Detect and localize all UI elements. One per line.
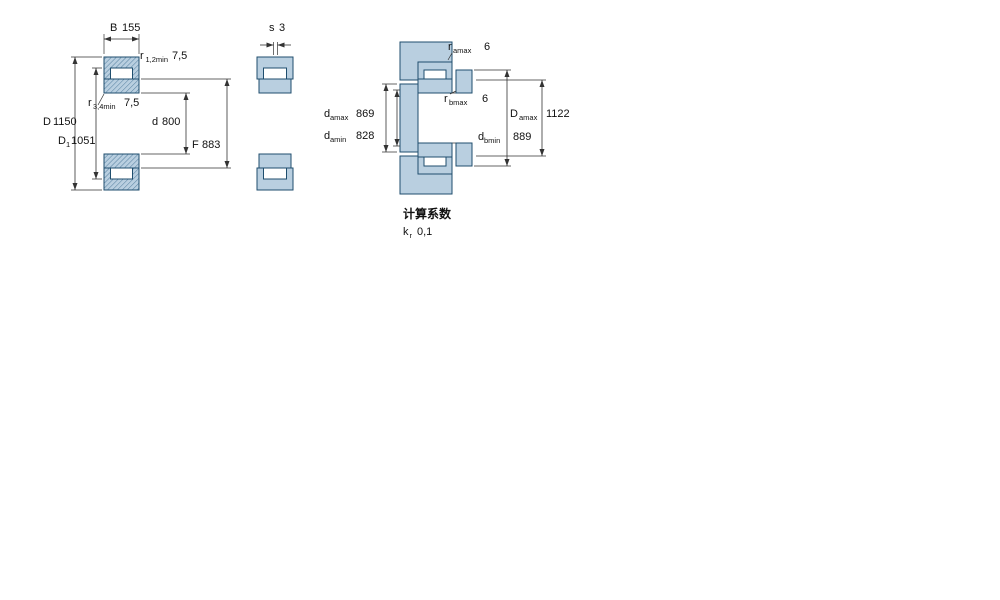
roller-top [110,67,133,80]
dim-label-D-value: 1150 [53,116,77,128]
dim-label-D1-symbol: D [58,135,66,147]
outer-ring-bottom [103,167,140,191]
dim-ext-damax [382,83,397,153]
dim-label-d-symbol: d [152,116,158,128]
dim-label-r12-value: 7,5 [172,50,187,62]
inner-ring-profile-top [258,78,292,94]
dim-label-rbmax-subscript: bmax [449,98,468,107]
dim-label-dbmin-subscript: bmin [484,136,500,145]
dim-label-ramax-symbol: r [448,41,452,53]
roller-bottom [110,167,133,180]
dim-leader-ramax [447,52,453,61]
dim-label-damin-symbol: d [324,130,330,142]
dim-label-r34-symbol: r [88,97,92,109]
dim-label-Damax-symbol: D [510,108,518,120]
outer-ring-profile-bottom [256,167,294,191]
dim-label-dbmin-value: 889 [513,131,531,143]
dim-label-d-value: 800 [162,116,180,128]
factor-kr-value: 0,1 [417,226,432,238]
dim-label-damin-subscript: amin [330,135,346,144]
dim-label-Damax-value: 1122 [546,108,570,120]
dim-leader-r34 [97,93,105,106]
roller-profile-bottom [263,167,287,180]
inner-ring-bottom [103,153,140,169]
mounted-inner-ring-bottom [417,142,453,158]
dim-label-r34-value: 7,5 [124,97,139,109]
dim-label-damax-subscript: amax [330,113,349,122]
dim-label-ramax-value: 6 [484,41,490,53]
dim-label-D-symbol: D [43,116,51,128]
dim-label-r12-subscript: 1,2min [146,55,169,64]
abutment-ring-bottom [455,142,473,167]
dim-ext-damin [393,89,400,147]
dim-label-rbmax-value: 6 [482,93,488,105]
inner-ring-profile-bottom [258,153,292,169]
dim-ext-d [141,92,190,155]
mounted-roller-top [423,69,447,80]
dim-label-b-value: 155 [122,22,140,34]
dim-ext-dbmin [474,69,511,167]
dim-ext-D1 [92,67,102,180]
dim-ext-F [141,78,231,169]
right-view-abutment: r amax 6 r bmax 6 d amax 869 d amin 828 … [324,41,570,195]
calculation-factors: 计算系数 k r 0,1 [403,206,452,240]
dim-label-r34-subscript: 3,4min [93,102,116,111]
dim-label-D1-subscript: 1 [66,140,70,149]
roller-profile-top [263,67,287,80]
dim-ext-s [273,42,278,55]
dim-label-r12-symbol: r [140,50,144,62]
dim-leader-rbmax [449,90,457,95]
mounted-inner-ring-top [417,78,453,94]
dim-ext-Damax [476,79,546,157]
dim-label-s-symbol: s [269,22,275,34]
middle-view-profile: s 3 [256,22,294,191]
mounted-roller-bottom [423,156,447,167]
factor-kr-symbol: k [403,226,409,238]
dim-label-damin-value: 828 [356,130,374,142]
dim-label-ramax-subscript: amax [453,46,472,55]
factor-kr-subscript: r [410,231,413,240]
dim-label-Damax-subscript: amax [519,113,538,122]
dim-label-F-symbol: F [192,139,199,151]
dim-label-s-value: 3 [279,22,285,34]
shaft-shoulder [399,83,419,153]
dim-label-b-symbol: B [110,22,117,34]
dim-label-damax-symbol: d [324,108,330,120]
abutment-ring-top [455,69,473,94]
dim-label-D1-value: 1051 [71,135,95,147]
mounted-outer-ring-bottom [417,156,453,175]
left-view-cross-section: B 155 r 1,2min 7,5 r 3,4min 7,5 D 1150 D… [43,22,231,191]
calculation-factors-heading: 计算系数 [403,206,452,221]
dim-ext-b [103,34,140,54]
dim-label-rbmax-symbol: r [444,93,448,105]
inner-ring-top [103,78,140,94]
dim-label-damax-value: 869 [356,108,374,120]
dim-label-F-value: 883 [202,139,220,151]
dim-label-dbmin-symbol: d [478,131,484,143]
